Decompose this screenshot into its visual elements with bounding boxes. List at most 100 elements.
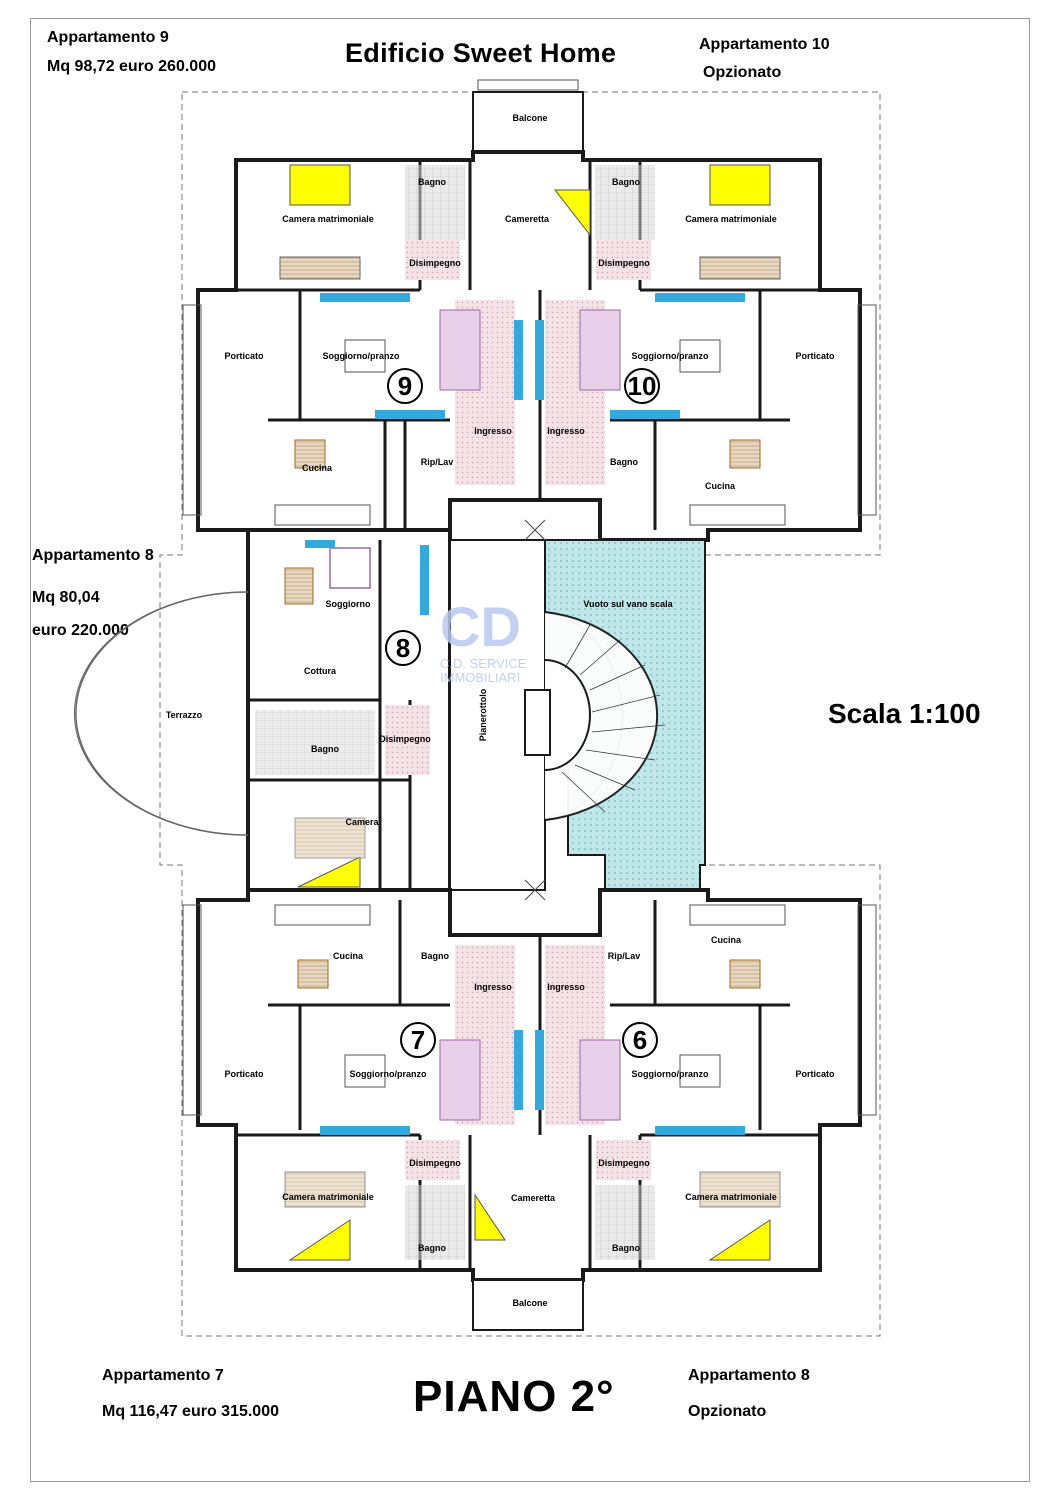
apt9-detail: Mq 98,72 euro 260.000 [47,58,216,76]
label-bagno-6b: Bagno [612,1243,641,1253]
apt9-number: 9 [398,371,412,401]
apt8-info: Appartamento 8 Mq 80,04 euro 220.000 [32,546,154,641]
balcony-bottom [472,1279,584,1331]
label-soggiorno-10: Soggiorno/pranzo [632,351,709,361]
label-bagno-10b: Bagno [610,457,639,467]
label-disimpegno-8: Disimpegno [379,734,431,744]
apt8-name: Appartamento 8 [32,547,154,564]
dining-table-9 [344,339,386,373]
sofa-7 [439,1039,481,1121]
label-porticato-6: Porticato [795,1069,835,1079]
terrace-arc-inner [73,591,249,836]
label-ingresso-10: Ingresso [547,426,585,436]
sofa-9 [439,309,481,391]
balcony-rail-top [477,79,579,91]
bed-cameretta-bottom [474,1193,506,1241]
window-7a [320,1126,410,1135]
window-10a [655,293,745,302]
kitchen-table-7 [297,959,329,989]
kitchen-counter-7 [274,904,371,926]
scale-label: Scala 1:100 [828,698,981,729]
label-porticato-7: Porticato [224,1069,264,1079]
window-9a [320,293,410,302]
apt6-number: 6 [633,1025,647,1055]
label-soggiorno-8: Soggiorno [326,599,371,609]
label-bagno-7: Bagno [421,951,450,961]
wardrobe-8 [294,817,366,859]
label-bagno-8: Bagno [311,744,340,754]
sofa-10 [579,309,621,391]
sofa-6 [579,1039,621,1121]
apt10-name: Appartamento 10 [699,36,830,53]
label-ingresso-7: Ingresso [474,982,512,992]
window-10c [535,320,544,400]
spiral-stair-core [544,659,591,771]
apt7-info: Appartamento 7 Mq 116,47 euro 315.000 [102,1366,279,1421]
label-ingresso-9: Ingresso [474,426,512,436]
top-block [182,79,877,542]
kitchen-counter-10 [689,504,786,526]
label-disimpegno-7: Disimpegno [409,1158,461,1168]
apt7-number-circle [400,1022,436,1058]
label-terrazzo-8: Terrazzo [166,710,203,720]
bathroom-tiles-9 [405,165,465,240]
label-bagno-9: Bagno [418,177,447,187]
label-soggiorno-6: Soggiorno/pranzo [632,1069,709,1079]
apt8-area: Mq 80,04 [32,589,100,607]
label-camera-matr-6: Camera matrimoniale [685,1192,777,1202]
kitchen-table-10 [729,439,761,469]
kitchen-counter-6 [689,904,786,926]
window-6c [535,1030,544,1110]
porticato-left-columns-b [182,904,202,1116]
dining-table-7 [344,1054,386,1088]
porticato-right-columns-b [857,904,877,1116]
floor-label: PIANO 2° [413,1372,615,1421]
label-cucina-6: Cucina [711,935,742,945]
table-8 [284,567,314,605]
bed-6 [708,1219,771,1261]
apt8b-detail: Opzionato [688,1403,767,1421]
page-title: Edificio Sweet Home [345,38,617,68]
balcony-top [472,91,584,153]
watermark: CD C.D. SERVICE IMMOBILIARI [440,595,527,685]
disimpegno-floor-7 [405,1140,460,1180]
bed-9 [289,164,351,206]
watermark-line2: IMMOBILIARI [440,670,520,685]
disimpegno-floor-10 [596,240,651,280]
apt6-number-circle [622,1022,658,1058]
window-9c [514,320,523,400]
label-bagno-10: Bagno [612,177,641,187]
bed-10 [709,164,771,206]
bathroom-tiles-10 [595,165,655,240]
window-7c [514,1030,523,1110]
wardrobe-9 [279,256,361,280]
label-disimpegno-9: Disimpegno [409,258,461,268]
label-cameretta-bottom: Cameretta [511,1193,556,1203]
bathroom-tiles-7 [405,1185,465,1260]
label-balcone-top: Balcone [512,113,547,123]
disimpegno-floor-9 [405,240,460,280]
stair-shaft [524,689,551,756]
apt8-price: euro 220.000 [32,622,129,640]
label-pianerottolo: Pianerottolo [478,688,488,741]
terrace-arc [75,591,249,836]
label-camera-8: Camera [345,817,379,827]
label-riplav-6: Rip/Lav [608,951,641,961]
label-riplav-9: Rip/Lav [421,457,454,467]
bathroom-tiles-8 [255,710,375,775]
label-balcone-bottom: Balcone [512,1298,547,1308]
apartment-numbers: 9 10 8 7 6 [385,368,660,1058]
window-8b [305,540,335,548]
apt9-number-circle [387,368,423,404]
disimpegno-floor-6 [596,1140,651,1180]
watermark-line1: C.D. SERVICE [440,656,527,671]
dining-table-10 [679,339,721,373]
label-camera-matr-9: Camera matrimoniale [282,214,374,224]
label-disimpegno-6: Disimpegno [598,1158,650,1168]
porticato-right-columns [857,304,877,516]
apt9-name: Appartamento 9 [47,29,169,46]
wardrobe-6 [699,1171,781,1208]
apt10-number-circle [624,368,660,404]
landing-markers [524,519,546,901]
